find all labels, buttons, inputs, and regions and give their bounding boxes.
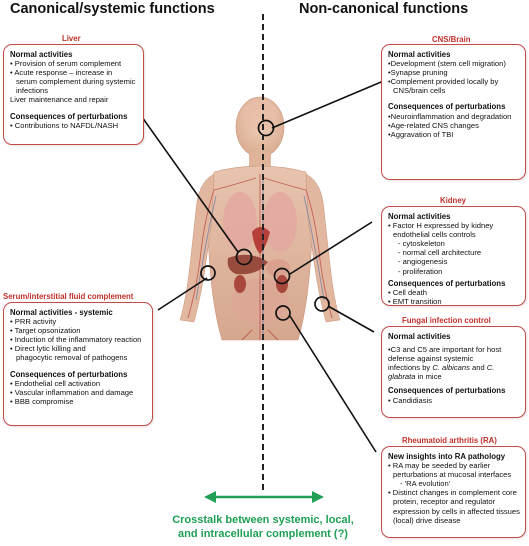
kidney-subitem: - angiogenesis: [398, 257, 448, 267]
liver-perturbation-item: • Contributions to NAFDL/NASH: [10, 120, 119, 130]
fungal-perturbation-heading: Consequences of perturbations: [388, 386, 506, 396]
candida-glabrata-term: C.: [486, 363, 495, 373]
section-divider: [262, 14, 264, 490]
kidney-perturbation-item: • EMT transition: [388, 296, 442, 306]
serum-perturbation-item: • Endothelial cell activation: [10, 378, 101, 388]
ra-title: Rheumatoid arthritis (RA): [402, 436, 497, 445]
liver-title: Liver: [62, 34, 81, 43]
kidney-item: • Factor H expressed by kidney: [388, 221, 494, 231]
serum-item: • PRR activity: [10, 317, 57, 327]
lung-right: [263, 192, 297, 252]
fungal-item: •C3 and C5 are important for host: [388, 345, 502, 355]
fungal-perturbation-item: • Candidiasis: [388, 395, 433, 405]
left-arm-shape: [179, 173, 215, 323]
cns-item: CNS/brain cells: [393, 86, 446, 96]
kidney-subitem: - proliferation: [398, 266, 443, 276]
cns-title: CNS/Brain: [432, 35, 471, 44]
cns-normal-heading: Normal activities: [388, 50, 451, 59]
lung-left: [223, 192, 257, 252]
fungal-item: defense against systemic: [388, 354, 474, 364]
crosstalk-arrow: [204, 491, 324, 503]
cns-panel: Normal activities •Development (stem cel…: [381, 44, 526, 180]
ra-item: • RA may be seeded by earlier: [388, 461, 491, 471]
cns-perturbation-item: •Aggravation of TBI: [388, 129, 454, 139]
liver-item: Liver maintenance and repair: [10, 95, 109, 105]
fungal-text: infections by: [388, 363, 433, 373]
liver-perturbation-heading: Consequences of perturbations: [10, 111, 128, 121]
blood-vessels: [187, 174, 333, 341]
serum-perturbation-item: • Vascular inflammation and damage: [10, 387, 134, 397]
serum-normal-heading: Normal activities - systemic: [10, 308, 113, 317]
cns-item: •Complement provided locally by: [388, 77, 499, 87]
ra-item: expression by cells in affected tissues: [393, 506, 520, 516]
canonical-heading: Canonical/systemic functions: [10, 1, 215, 17]
kidney-perturbation-heading: Consequences of perturbations: [388, 278, 506, 288]
fungal-panel: Normal activities •C3 and C5 are importa…: [381, 326, 526, 418]
non-canonical-heading: Non-canonical functions: [299, 1, 469, 17]
fungal-text: in mice: [415, 372, 442, 382]
cns-perturbation-item: •Age-related CNS changes: [388, 120, 479, 130]
liver-item: infections: [16, 86, 49, 96]
ra-item: protein, receptor and regulator: [393, 497, 496, 507]
liver-item: • Provision of serum complement: [10, 59, 122, 69]
fungal-normal-heading: Normal activities: [388, 332, 451, 341]
cns-perturbation-heading: Consequences of perturbations: [388, 102, 506, 112]
crosstalk-line: Crosstalk between systemic, local,: [172, 514, 354, 526]
kidney-normal-heading: Normal activities: [388, 212, 451, 221]
serum-item: phagocytic removal of pathogens: [16, 353, 128, 363]
serum-perturbation-heading: Consequences of perturbations: [10, 369, 128, 379]
ra-panel: New insights into RA pathology • RA may …: [381, 446, 526, 538]
kidney-item: endothelial cells controls: [393, 230, 476, 240]
liver-item: • Acute response – increase in: [10, 68, 113, 78]
cns-item: •Development (stem cell migration): [388, 59, 506, 69]
brain-shape: [242, 100, 278, 130]
liver-normal-heading: Normal activities: [10, 50, 73, 59]
connector-lines: [136, 73, 401, 453]
kidney-panel: Normal activities • Factor H expressed b…: [381, 206, 526, 306]
fungal-text: and: [469, 363, 487, 373]
kidney-title: Kidney: [440, 196, 466, 205]
kidney-left: [234, 275, 246, 293]
fungal-item: infections by C. albicans and C.: [388, 363, 520, 372]
serum-title: Serum/interstitial fluid complement: [3, 292, 134, 301]
serum-perturbation-item: • BBB compromise: [10, 396, 74, 406]
ra-item: • Distinct changes in complement core: [388, 488, 517, 498]
fungal-title: Fungal infection control: [402, 316, 491, 325]
kidney-subitem: - cytoskeleton: [398, 239, 445, 249]
candida-glabrata-term: glabrata: [388, 372, 416, 382]
liver-item: serum complement during systemic: [16, 77, 136, 87]
candida-albicans-term: C. albicans: [432, 363, 470, 373]
liver-panel: Normal activities • Provision of serum c…: [3, 44, 144, 145]
ra-item: perturbations at mucosal interfaces: [393, 470, 512, 480]
serum-item: • Direct lytic killing and: [10, 344, 86, 354]
stomach-shape: [266, 259, 290, 277]
crosstalk-line: and intracellular complement (?): [178, 528, 348, 540]
fungal-item: glabrata in mice: [388, 372, 520, 381]
ra-item: (local) drive disease: [393, 515, 461, 525]
kidney-subitem: - normal cell architecture: [398, 248, 482, 258]
serum-item: • Target opsonization: [10, 326, 81, 336]
organ-markers: [200, 119, 330, 321]
kidney-perturbation-item: • Cell death: [388, 287, 427, 297]
cns-perturbation-item: •Neuroinflammation and degradation: [388, 111, 512, 121]
serum-panel: Normal activities - systemic • PRR activ…: [3, 302, 153, 426]
ra-item: - 'RA evolution': [400, 479, 451, 489]
serum-item: • Induction of the inflammatory reaction: [10, 335, 142, 345]
cns-item: •Synapse pruning: [388, 68, 448, 78]
heart-shape: [252, 227, 270, 254]
right-arm-shape: [305, 173, 341, 323]
crosstalk-caption: Crosstalk between systemic, local, and i…: [128, 513, 398, 541]
ra-heading: New insights into RA pathology: [388, 452, 506, 461]
